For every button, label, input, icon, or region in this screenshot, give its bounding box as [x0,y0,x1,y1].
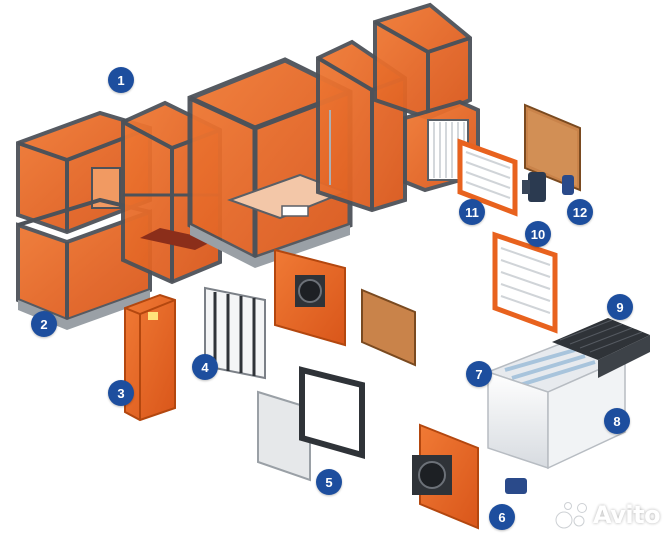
module-center-large [187,57,353,268]
avito-dots-icon [555,502,587,529]
fan-panel-6 [412,423,527,530]
callout-9: 9 [607,294,633,320]
watermark: Avito [555,500,661,530]
heat-exchanger-panel [524,103,581,192]
heat-recovery-block [485,318,650,470]
callout-4: 4 [192,354,218,380]
filter-frame-mid [492,231,558,334]
callout-2: 2 [31,311,57,337]
heat-exchanger-center [361,288,416,367]
filter-frame-11 [457,138,518,217]
callout-3: 3 [108,380,134,406]
callout-10: 10 [525,221,551,247]
panel-filter-4 [204,286,266,380]
actuator-10 [522,172,574,202]
panel-filter-5 [257,366,365,482]
callout-5: 5 [316,469,342,495]
control-cabinet-3 [124,293,176,422]
callout-8: 8 [604,408,630,434]
module-far-right-top [373,2,472,121]
callout-11: 11 [459,199,485,225]
watermark-text: Avito [593,501,661,529]
fan-panel-center [274,248,346,347]
callout-7: 7 [466,361,492,387]
callout-1: 1 [108,67,134,93]
callout-12: 12 [567,199,593,225]
callout-6: 6 [489,504,515,530]
